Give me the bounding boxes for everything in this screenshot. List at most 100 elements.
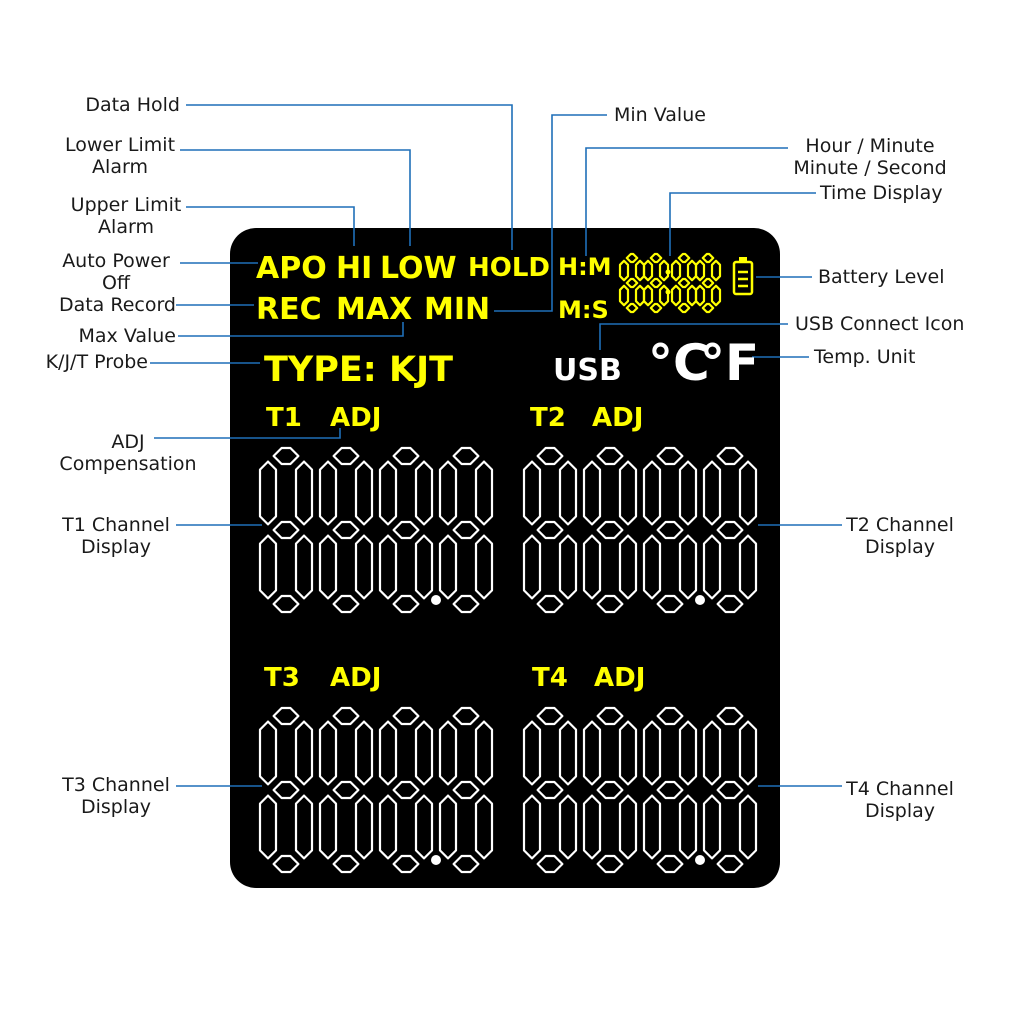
seg-c xyxy=(738,794,758,860)
time-colon-top xyxy=(665,269,671,275)
seg-f xyxy=(694,259,706,282)
callout-time-display: Time Display xyxy=(820,182,943,204)
time-colon-bottom xyxy=(665,289,671,295)
callout-battery: Battery Level xyxy=(818,266,945,288)
t4-label: T4 xyxy=(532,663,568,693)
hi-indicator: HI xyxy=(336,251,372,286)
seg-d xyxy=(272,594,300,614)
seg-b xyxy=(354,460,374,526)
seg-e xyxy=(438,534,458,600)
usb-indicator: USB xyxy=(553,353,622,388)
seg-a xyxy=(536,706,564,726)
seg-g xyxy=(332,780,360,800)
seg-d xyxy=(677,302,691,314)
seg-g xyxy=(716,780,744,800)
seven-segment-digit xyxy=(522,706,578,874)
seg-c xyxy=(294,534,314,600)
min-indicator: MIN xyxy=(424,292,490,327)
apo-indicator: APO xyxy=(256,251,327,286)
seg-b xyxy=(618,720,638,786)
seg-c xyxy=(618,794,638,860)
seg-e xyxy=(582,534,602,600)
seg-b xyxy=(678,460,698,526)
t4-adj-label: ADJ xyxy=(594,663,645,693)
rec-indicator: REC xyxy=(256,292,322,327)
seg-a xyxy=(625,252,639,264)
probe-type-indicator: TYPE: KJT xyxy=(264,350,453,390)
seg-c xyxy=(710,284,722,307)
seg-g xyxy=(716,520,744,540)
seg-f xyxy=(522,460,542,526)
seg-b xyxy=(618,460,638,526)
seg-e xyxy=(694,284,706,307)
seg-e xyxy=(702,534,722,600)
seg-e xyxy=(582,794,602,860)
seg-e xyxy=(642,794,662,860)
seg-b xyxy=(414,720,434,786)
seg-g xyxy=(272,780,300,800)
seg-a xyxy=(272,706,300,726)
seg-g xyxy=(332,520,360,540)
seg-a xyxy=(596,706,624,726)
seg-d xyxy=(656,854,684,874)
seven-segment-digit xyxy=(642,252,670,314)
seg-e xyxy=(522,534,542,600)
seg-c xyxy=(558,794,578,860)
time-display-digits xyxy=(618,252,722,314)
seg-f xyxy=(702,720,722,786)
decimal-point xyxy=(695,595,705,605)
seg-c xyxy=(414,534,434,600)
seg-g xyxy=(701,277,715,289)
seg-a xyxy=(701,252,715,264)
seg-g xyxy=(625,277,639,289)
t3-channel-display xyxy=(258,706,494,874)
seg-b xyxy=(294,460,314,526)
seg-d xyxy=(536,594,564,614)
seg-a xyxy=(716,706,744,726)
leader-data-hold xyxy=(186,104,513,250)
seg-g xyxy=(656,520,684,540)
seg-d xyxy=(596,594,624,614)
seg-g xyxy=(536,780,564,800)
celsius-indicator: °C xyxy=(648,334,710,392)
decimal-point xyxy=(695,855,705,865)
leader-lines xyxy=(150,104,842,787)
leader-usb xyxy=(599,323,788,350)
leader-time-display xyxy=(669,192,816,256)
seven-segment-digit xyxy=(642,446,698,614)
seg-g xyxy=(536,520,564,540)
leader-max-value xyxy=(178,322,404,337)
hold-indicator: HOLD xyxy=(468,253,550,283)
seg-c xyxy=(294,794,314,860)
seg-f xyxy=(642,259,654,282)
seg-f xyxy=(318,460,338,526)
seg-e xyxy=(670,284,682,307)
callout-probe: K/J/T Probe xyxy=(45,351,148,373)
seg-f xyxy=(438,460,458,526)
seg-d xyxy=(625,302,639,314)
seg-c xyxy=(558,534,578,600)
seg-g xyxy=(596,780,624,800)
seg-f xyxy=(702,460,722,526)
callout-temp-unit: Temp. Unit xyxy=(814,346,916,368)
seven-segment-digit xyxy=(378,706,434,874)
seg-g xyxy=(649,277,663,289)
t2-adj-label: ADJ xyxy=(592,403,643,433)
seg-e xyxy=(258,794,278,860)
callout-min-value: Min Value xyxy=(614,104,706,126)
seg-a xyxy=(677,252,691,264)
low-indicator: LOW xyxy=(380,251,457,286)
fahrenheit-indicator: °F xyxy=(700,334,759,392)
seg-f xyxy=(378,720,398,786)
t1-label: T1 xyxy=(266,403,302,433)
seg-a xyxy=(392,706,420,726)
seg-e xyxy=(642,284,654,307)
seg-c xyxy=(414,794,434,860)
seg-a xyxy=(596,446,624,466)
seg-a xyxy=(332,446,360,466)
leader-adj xyxy=(154,428,341,439)
